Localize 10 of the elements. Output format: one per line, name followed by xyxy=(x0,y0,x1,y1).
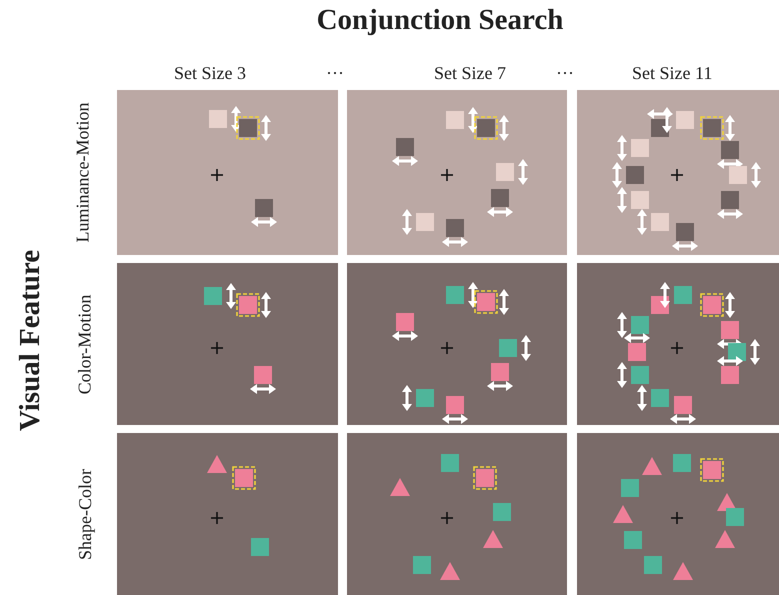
column-header: Set Size 7 xyxy=(434,62,506,84)
title: Conjunction Search xyxy=(316,4,564,37)
ellipsis: ··· xyxy=(326,62,344,84)
column-header: Set Size 11 xyxy=(632,62,712,84)
row-label: Color-Motion xyxy=(74,294,96,394)
row-label: Luminance-Motion xyxy=(72,102,94,242)
row-label: Shape-Color xyxy=(74,468,96,560)
column-header: Set Size 3 xyxy=(174,62,246,84)
ellipsis: ··· xyxy=(556,62,574,84)
axis-title: Visual Feature xyxy=(14,249,47,431)
